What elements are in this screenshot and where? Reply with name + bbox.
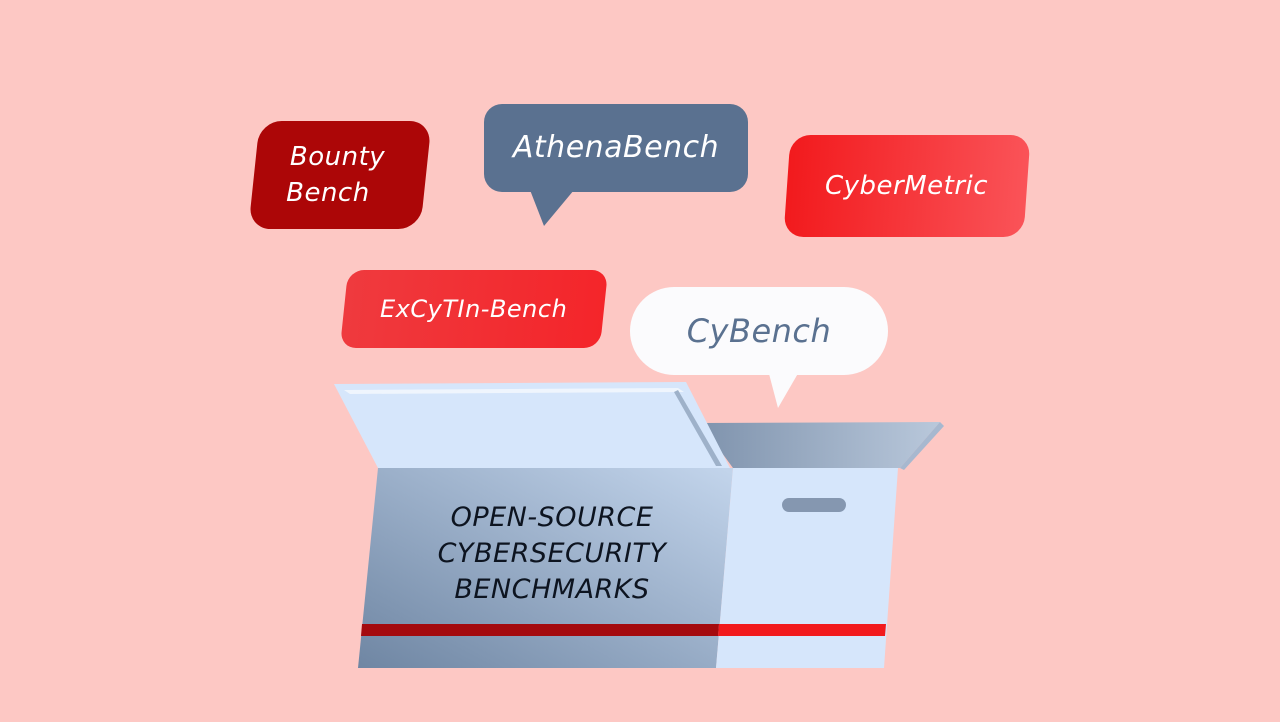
- bubble-label: Bounty: [289, 142, 386, 172]
- bubble-label: CyberMetric: [825, 171, 989, 201]
- bubble-label: AthenaBench: [512, 130, 720, 165]
- box-left-flap: [334, 382, 730, 468]
- box-tape-side: [718, 624, 886, 636]
- bubble-label: Bench: [286, 178, 370, 208]
- box-label-line: CYBERSECURITY: [437, 538, 667, 569]
- speech-tail-icon: [530, 190, 574, 226]
- box-side-face: [716, 468, 898, 668]
- bountybench-bubble: Bounty Bench: [248, 121, 432, 229]
- box-front-face: [358, 468, 733, 668]
- excytin-bench-bubble: ExCyTIn-Bench: [339, 270, 609, 348]
- cybench-bubble: CyBench: [630, 287, 888, 375]
- box-label-line: BENCHMARKS: [454, 574, 650, 605]
- box-label: OPEN-SOURCE CYBERSECURITY BENCHMARKS: [402, 500, 702, 608]
- box-label-line: OPEN-SOURCE: [450, 502, 654, 533]
- cybermetric-bubble: CyberMetric: [783, 135, 1031, 237]
- box-tape-front: [361, 624, 719, 636]
- athenabench-bubble: AthenaBench: [484, 104, 748, 192]
- bubble-label: ExCyTIn-Bench: [380, 295, 568, 323]
- box-right-flap: [700, 422, 940, 468]
- box-handle: [782, 498, 846, 512]
- bubble-label: CyBench: [686, 312, 832, 350]
- speech-tail-icon: [768, 370, 800, 408]
